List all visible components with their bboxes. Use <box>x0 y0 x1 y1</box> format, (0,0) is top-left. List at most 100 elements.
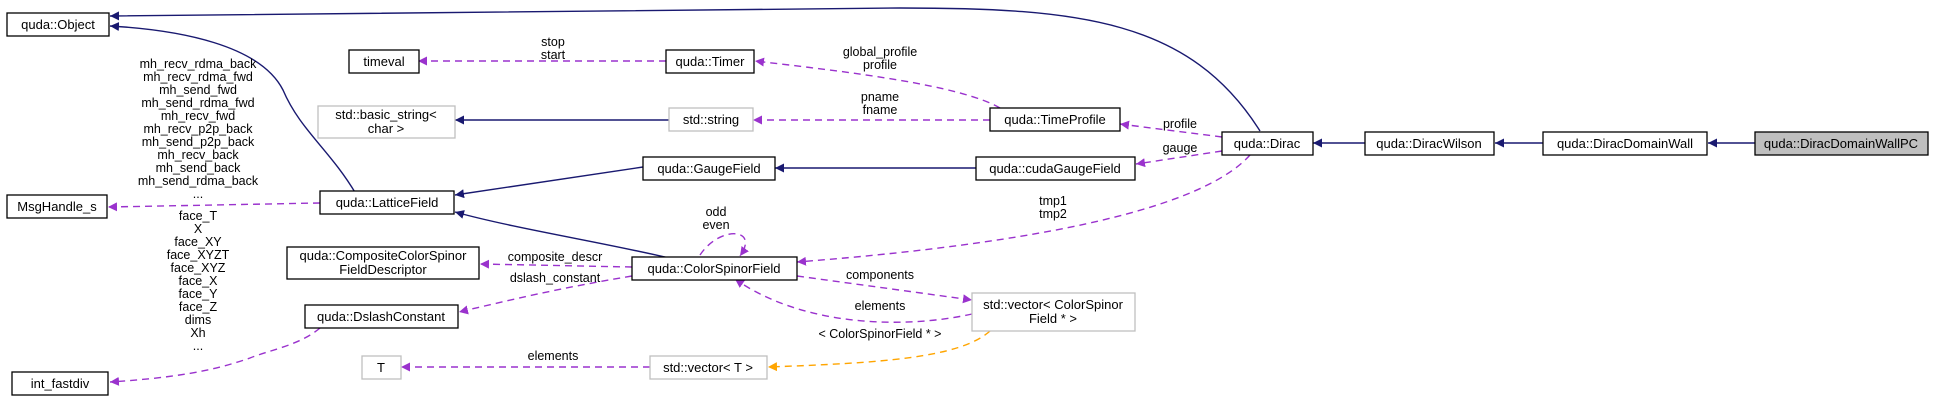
edge-dirac-to-timeprofile <box>1119 120 1223 138</box>
edge-label: face_XY <box>174 235 222 249</box>
node-quda-object[interactable]: quda::Object <box>6 12 110 37</box>
node-label: std::vector< ColorSpinor <box>983 297 1123 312</box>
edge-label: mh_recv_back <box>157 148 239 162</box>
edge-label: mh_recv_rdma_back <box>140 57 257 71</box>
edge-label-dirac-profile: profile <box>1163 117 1197 131</box>
edge-label-elements-csf: elements <box>855 299 906 313</box>
edge-label: mh_recv_p2p_back <box>143 122 253 136</box>
node-quda-timer[interactable]: quda::Timer <box>665 49 755 74</box>
node-label: T <box>377 360 385 375</box>
edge-label: face_Y <box>179 287 219 301</box>
edge-label: face_T <box>179 209 218 223</box>
edge-label: mh_send_p2p_back <box>142 135 255 149</box>
edge-latticefield-to-msghandle <box>107 202 321 212</box>
edge-label: dims <box>185 313 211 327</box>
node-quda-diracdomainwall[interactable]: quda::DiracDomainWall <box>1542 131 1708 156</box>
node-label: quda::ColorSpinorField <box>648 261 781 276</box>
node-quda-diracwilson[interactable]: quda::DiracWilson <box>1364 131 1495 156</box>
edge-label-profile: profile <box>863 58 897 72</box>
node-label: MsgHandle_s <box>17 199 97 214</box>
edge-colorspinor-to-dslash <box>458 275 633 315</box>
edge-label: mh_send_back <box>156 161 242 175</box>
node-quda-gaugefield[interactable]: quda::GaugeField <box>642 156 776 181</box>
node-label: int_fastdiv <box>31 376 90 391</box>
edge-gaugefield-to-latticefield <box>454 166 644 199</box>
edge-label: face_X <box>179 274 219 288</box>
node-quda-dslashconstant[interactable]: quda::DslashConstant <box>304 304 459 329</box>
node-label: quda::TimeProfile <box>1004 112 1105 127</box>
node-quda-dirac[interactable]: quda::Dirac <box>1221 131 1314 156</box>
node-msghandle-s[interactable]: MsgHandle_s <box>6 194 108 219</box>
edge-label-dirac-gauge: gauge <box>1163 141 1198 155</box>
edge-colorspinor-to-vector <box>796 275 973 304</box>
edge-label-odd: odd <box>706 205 727 219</box>
node-quda-diracdomainwallpc[interactable]: quda::DiracDomainWallPC <box>1754 131 1929 156</box>
node-label: quda::DiracWilson <box>1376 136 1482 151</box>
edge-label: Xh <box>190 326 205 340</box>
edge-label: face_Z <box>179 300 218 314</box>
node-label: quda::DiracDomainWall <box>1557 136 1693 151</box>
edge-label-pname: pname <box>861 90 899 104</box>
node-label: char > <box>368 121 405 136</box>
node-T[interactable]: T <box>361 355 402 380</box>
edge-dirac-to-cudagauge <box>1135 150 1223 168</box>
edge-label-fname: fname <box>863 103 898 117</box>
edge-label-start: start <box>541 48 566 62</box>
edge-label-dslash-constant: dslash_constant <box>510 271 601 285</box>
edge-label: mh_recv_rdma_fwd <box>143 70 253 84</box>
node-std-vector-colorspinorfield[interactable]: std::vector< ColorSpinor Field * > <box>971 292 1136 332</box>
node-std-basic-string[interactable]: std::basic_string< char > <box>317 105 456 139</box>
edge-label-tmp2: tmp2 <box>1039 207 1067 221</box>
edge-vector-to-colorspinor <box>734 278 973 323</box>
node-label: Field * > <box>1029 311 1077 326</box>
node-label: quda::LatticeField <box>336 195 439 210</box>
node-label: FieldDescriptor <box>339 262 427 277</box>
node-quda-cudagaugefield[interactable]: quda::cudaGaugeField <box>975 156 1136 181</box>
latticefield-msghandle-labels: mh_recv_rdma_back mh_recv_rdma_fwd mh_se… <box>138 57 259 201</box>
edge-dirac-to-object <box>109 7 1261 132</box>
node-label: quda::DiracDomainWallPC <box>1764 136 1918 151</box>
edge-label: X <box>194 222 203 236</box>
node-label: std::basic_string< <box>335 107 437 122</box>
edge-label: ... <box>193 187 203 201</box>
node-label: quda::cudaGaugeField <box>989 161 1121 176</box>
edge-label: mh_send_fwd <box>159 83 237 97</box>
node-std-string[interactable]: std::string <box>668 107 754 132</box>
node-quda-latticefield[interactable]: quda::LatticeField <box>319 190 455 215</box>
node-label: quda::Object <box>21 17 95 32</box>
node-label: quda::GaugeField <box>657 161 760 176</box>
node-label: quda::Timer <box>676 54 746 69</box>
edge-label: mh_recv_fwd <box>161 109 235 123</box>
edge-dirac-to-colorspinor <box>796 154 1251 266</box>
node-timeval[interactable]: timeval <box>348 49 420 74</box>
edge-label: mh_send_rdma_fwd <box>141 96 254 110</box>
node-label: std::string <box>683 112 739 127</box>
edge-label: ... <box>193 339 203 353</box>
node-label: quda::Dirac <box>1234 136 1301 151</box>
node-label: quda::DslashConstant <box>317 309 445 324</box>
node-label: std::vector< T > <box>663 360 753 375</box>
edge-label-stop: stop <box>541 35 565 49</box>
node-int-fastdiv[interactable]: int_fastdiv <box>11 371 109 396</box>
node-quda-compositecolorspinorfielddescriptor[interactable]: quda::CompositeColorSpinor FieldDescript… <box>286 246 480 280</box>
edge-latticefield-to-object <box>109 22 357 195</box>
node-quda-colorspinorfield[interactable]: quda::ColorSpinorField <box>631 256 798 281</box>
edge-label: mh_send_rdma_back <box>138 174 259 188</box>
edge-label-global-profile: global_profile <box>843 45 917 59</box>
edge-label-tmp1: tmp1 <box>1039 194 1067 208</box>
dslash-intfastdiv-labels: face_T X face_XY face_XYZT face_XYZ face… <box>167 209 230 353</box>
node-label: quda::CompositeColorSpinor <box>300 248 468 263</box>
node-quda-timeprofile[interactable]: quda::TimeProfile <box>989 107 1121 132</box>
edge-label-even: even <box>702 218 729 232</box>
node-std-vector-T[interactable]: std::vector< T > <box>649 355 768 380</box>
edge-label: face_XYZT <box>167 248 230 262</box>
edge-vector-template-to-vectorT <box>767 330 991 372</box>
edge-label: face_XYZ <box>171 261 226 275</box>
edge-label-template-arg: < ColorSpinorField * > <box>819 327 942 341</box>
edge-label-components: components <box>846 268 914 282</box>
edge-colorspinor-to-composite <box>479 259 633 269</box>
edge-dslash-to-intfastdiv <box>109 327 321 386</box>
edge-label-composite-descr: composite_descr <box>508 250 603 264</box>
edge-colorspinor-self <box>699 233 749 257</box>
